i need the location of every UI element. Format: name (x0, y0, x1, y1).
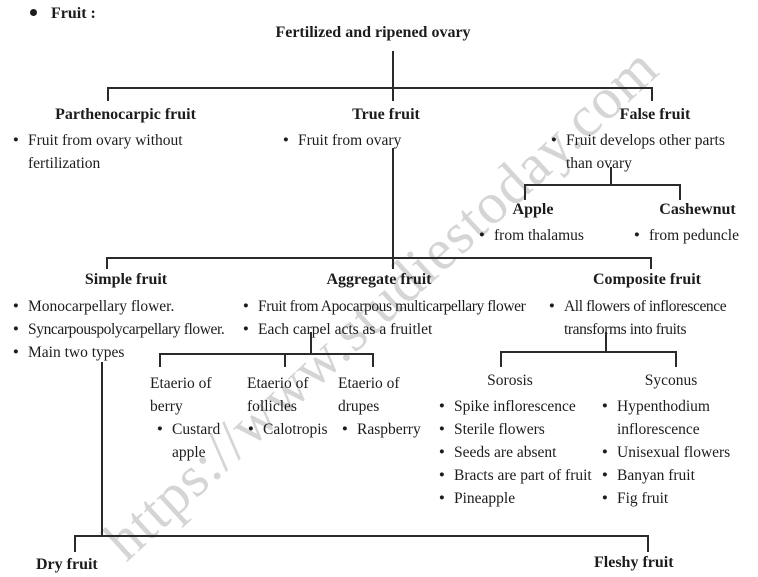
node-composite-fruit-points: All flowers of inflorescence transforms … (548, 295, 748, 341)
connector-tick-etaerio-drupes (372, 353, 374, 367)
list-item: Each carpel acts as a fruitlet (242, 318, 562, 341)
node-sorosis-title: Sorosis (487, 372, 533, 389)
connector-tick-dry (74, 535, 76, 552)
list-item: All flowers of inflorescence transforms … (548, 295, 748, 341)
connector-etaerio-bar (159, 353, 374, 355)
list-item: Hypenthodium inflorescence (601, 395, 736, 441)
list-item: Raspberry (341, 418, 428, 441)
node-etaerio-drupes-title: Etaerio of drupes (338, 375, 400, 415)
list-item: Seeds are absent (438, 441, 598, 464)
connector-tick-apple (524, 184, 526, 200)
node-true-fruit-title: True fruit (352, 106, 420, 123)
node-etaerio-follicles: Etaerio of follicles Calotropis (247, 372, 342, 441)
list-item: from thalamus (478, 224, 608, 247)
node-cashewnut-points: from peduncle (633, 224, 758, 247)
node-etaerio-follicles-title: Etaerio of follicles (247, 375, 309, 415)
connector-true-stem (392, 148, 394, 257)
connector-tick-syconus (675, 351, 677, 367)
node-syconus-title: Syconus (644, 372, 698, 389)
node-apple-title: Apple (512, 201, 554, 218)
node-aggregate-fruit-title: Aggregate fruit (326, 271, 432, 288)
list-item: Fruit develops other parts than ovary (550, 129, 745, 175)
node-simple-fruit-points: Monocarpellary flower. Syncarpouspolycar… (12, 295, 262, 364)
connector-tick-composite (650, 257, 652, 269)
node-composite-fruit-title: Composite fruit (593, 271, 701, 288)
connector-aggregate-stem (310, 332, 312, 354)
list-item: Fruit from ovary without fertilization (12, 129, 190, 175)
list-item: Custard apple (156, 418, 236, 464)
connector-tick-sorosis (500, 351, 502, 367)
list-item: Bracts are part of fruit (438, 464, 598, 487)
connector-composite-bar (500, 351, 677, 353)
connector-tick-simple (106, 257, 108, 269)
node-etaerio-drupes: Etaerio of drupes Raspberry (338, 372, 428, 441)
list-item: Unisexual flowers (601, 441, 736, 464)
section-header: Fruit : (30, 5, 96, 23)
node-apple-points: from thalamus (478, 224, 608, 247)
node-root-title: Fertilized and ripened ovary (275, 24, 471, 41)
connector-simple-stem (101, 362, 103, 535)
list-item: Syncarpouspolycarpellary flower. (12, 318, 262, 341)
list-item: Fig fruit (601, 487, 736, 510)
list-item: Pineapple (438, 487, 598, 510)
connector-tick-false (651, 87, 653, 101)
connector-tick-parthenocarpic (107, 87, 109, 101)
connector-tick-fleshy (647, 535, 649, 552)
node-dry-fruit-title: Dry fruit (36, 556, 98, 573)
connector-level1-bar (107, 87, 653, 89)
list-item: Fruit from Apocarpous multicarpellary fl… (242, 295, 562, 318)
list-item: Banyan fruit (601, 464, 736, 487)
connector-false-stem (610, 167, 612, 184)
connector-bottom-bar (74, 535, 649, 537)
connector-tick-true (392, 87, 394, 101)
list-item: Monocarpellary flower. (12, 295, 262, 318)
list-item: Calotropis (247, 418, 342, 441)
connector-tick-aggregate (392, 257, 394, 269)
bullet-icon (30, 9, 37, 17)
node-true-fruit-points: Fruit from ovary (282, 129, 442, 152)
connector-tick-etaerio-follicles (284, 353, 286, 367)
node-parthenocarpic-title: Parthenocarpic fruit (55, 106, 196, 123)
list-item: from peduncle (633, 224, 758, 247)
node-etaerio-berry-title: Etaerio of berry (150, 375, 212, 415)
node-false-fruit-points: Fruit develops other parts than ovary (550, 129, 745, 175)
list-item: Spike inflorescence (438, 395, 598, 418)
connector-root-stem (392, 51, 394, 87)
section-title: Fruit : (51, 5, 96, 22)
connector-tick-etaerio-berry (159, 353, 161, 367)
node-simple-fruit-title: Simple fruit (84, 271, 168, 288)
connector-false-bar (524, 184, 681, 186)
connector-composite-stem (605, 332, 607, 351)
node-etaerio-berry: Etaerio of berry Custard apple (150, 372, 236, 464)
list-item: Sterile flowers (438, 418, 598, 441)
connector-level3-bar (106, 257, 652, 259)
list-item: Main two types (12, 341, 262, 364)
node-fleshy-fruit-title: Fleshy fruit (594, 554, 674, 571)
node-aggregate-fruit-points: Fruit from Apocarpous multicarpellary fl… (242, 295, 562, 341)
node-sorosis-points: Spike inflorescence Sterile flowers Seed… (438, 395, 598, 510)
list-item: Fruit from ovary (282, 129, 442, 152)
node-false-fruit-title: False fruit (619, 106, 691, 123)
node-syconus-points: Hypenthodium inflorescence Unisexual flo… (601, 395, 736, 510)
node-cashewnut-title: Cashewnut (659, 201, 736, 218)
connector-tick-cashewnut (679, 184, 681, 200)
node-parthenocarpic-points: Fruit from ovary without fertilization (12, 129, 190, 175)
